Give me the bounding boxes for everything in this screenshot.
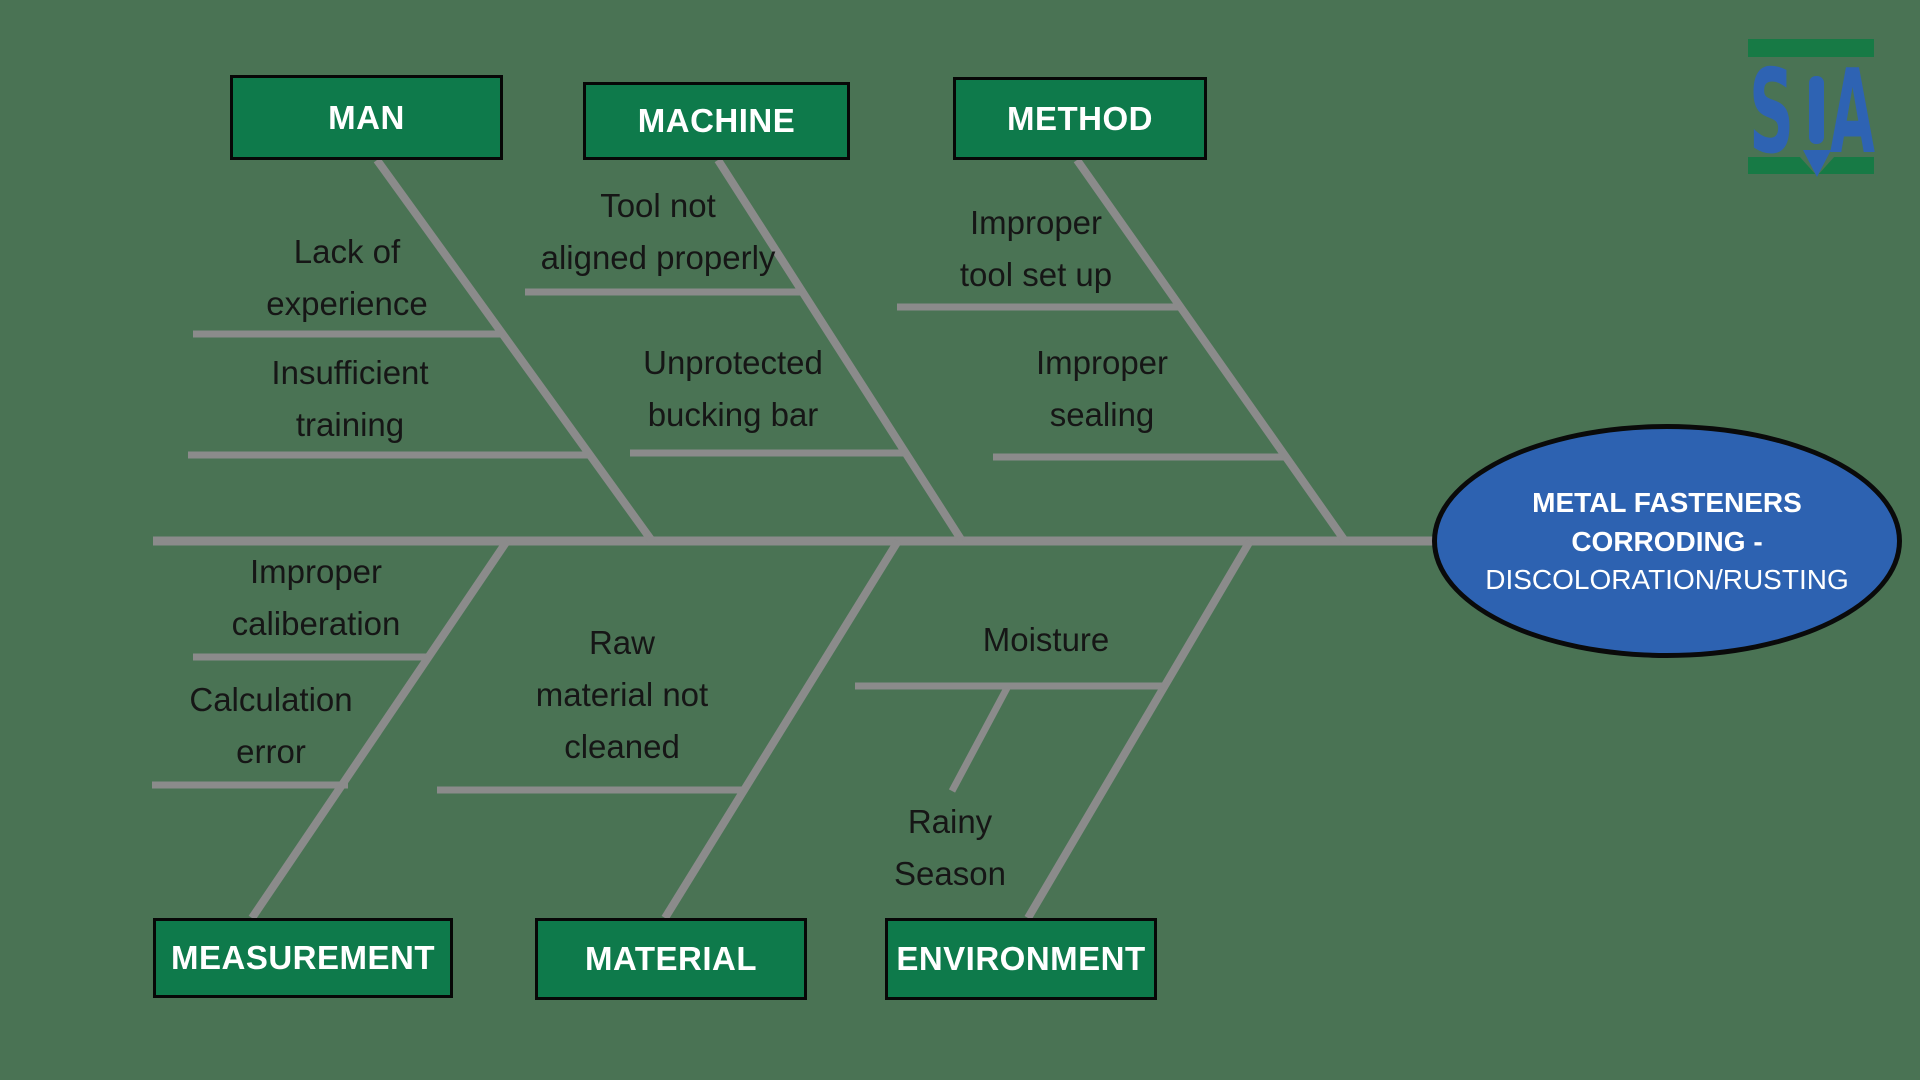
logo-letter-a: A [1830,45,1875,180]
rainy-season-branch-line [948,686,1011,793]
cause-label-improper-sealing: Improper sealing [1035,344,1169,433]
cause-label-moisture: Moisture [982,621,1110,658]
effect-ellipse: METAL FASTENERS CORRODING - DISCOLORATIO… [1432,424,1902,658]
logo-top-bar [1748,39,1874,57]
cause-label-raw-material-not-cleaned: Raw material not cleaned [535,624,709,765]
category-box-method: METHOD [953,77,1207,160]
cause-label-lack-of-experience: Lack of experience [266,233,428,322]
cause-label-calculation-error: Calculation error [189,681,353,770]
cause-label-unprotected-bucking-bar: Unprotected bucking bar [643,344,823,433]
category-box-man: MAN [230,75,503,160]
cause-label-insufficient-training: Insufficient training [271,354,429,443]
category-box-material: MATERIAL [535,918,807,1000]
cause-label-improper-caliberation: Improper caliberation [231,553,401,642]
cause-label-rainy-season: Rainy Season [894,803,1006,892]
machine-rib-line [714,157,966,544]
cause-label-tool-not-aligned: Tool not aligned properly [540,187,776,276]
man-rib-line [373,157,656,544]
effect-title: METAL FASTENERS CORRODING - [1532,487,1802,557]
method-rib-line [1073,157,1349,544]
category-box-machine: MACHINE [583,82,850,160]
environment-rib-line [1024,538,1254,921]
category-box-environment: ENVIRONMENT [885,918,1157,1000]
logo-arrow-icon [1803,150,1831,177]
cause-label-improper-tool-setup: Improper tool set up [959,204,1113,293]
measurement-rib-line [248,538,511,921]
logo-letter-s: S [1749,45,1794,180]
sqa-logo: S A [1748,39,1875,180]
category-box-measurement: MEASUREMENT [153,918,453,998]
effect-subtitle: DISCOLORATION/RUSTING [1485,564,1849,595]
logo-center-bar [1809,76,1824,144]
material-rib-line [661,538,902,921]
